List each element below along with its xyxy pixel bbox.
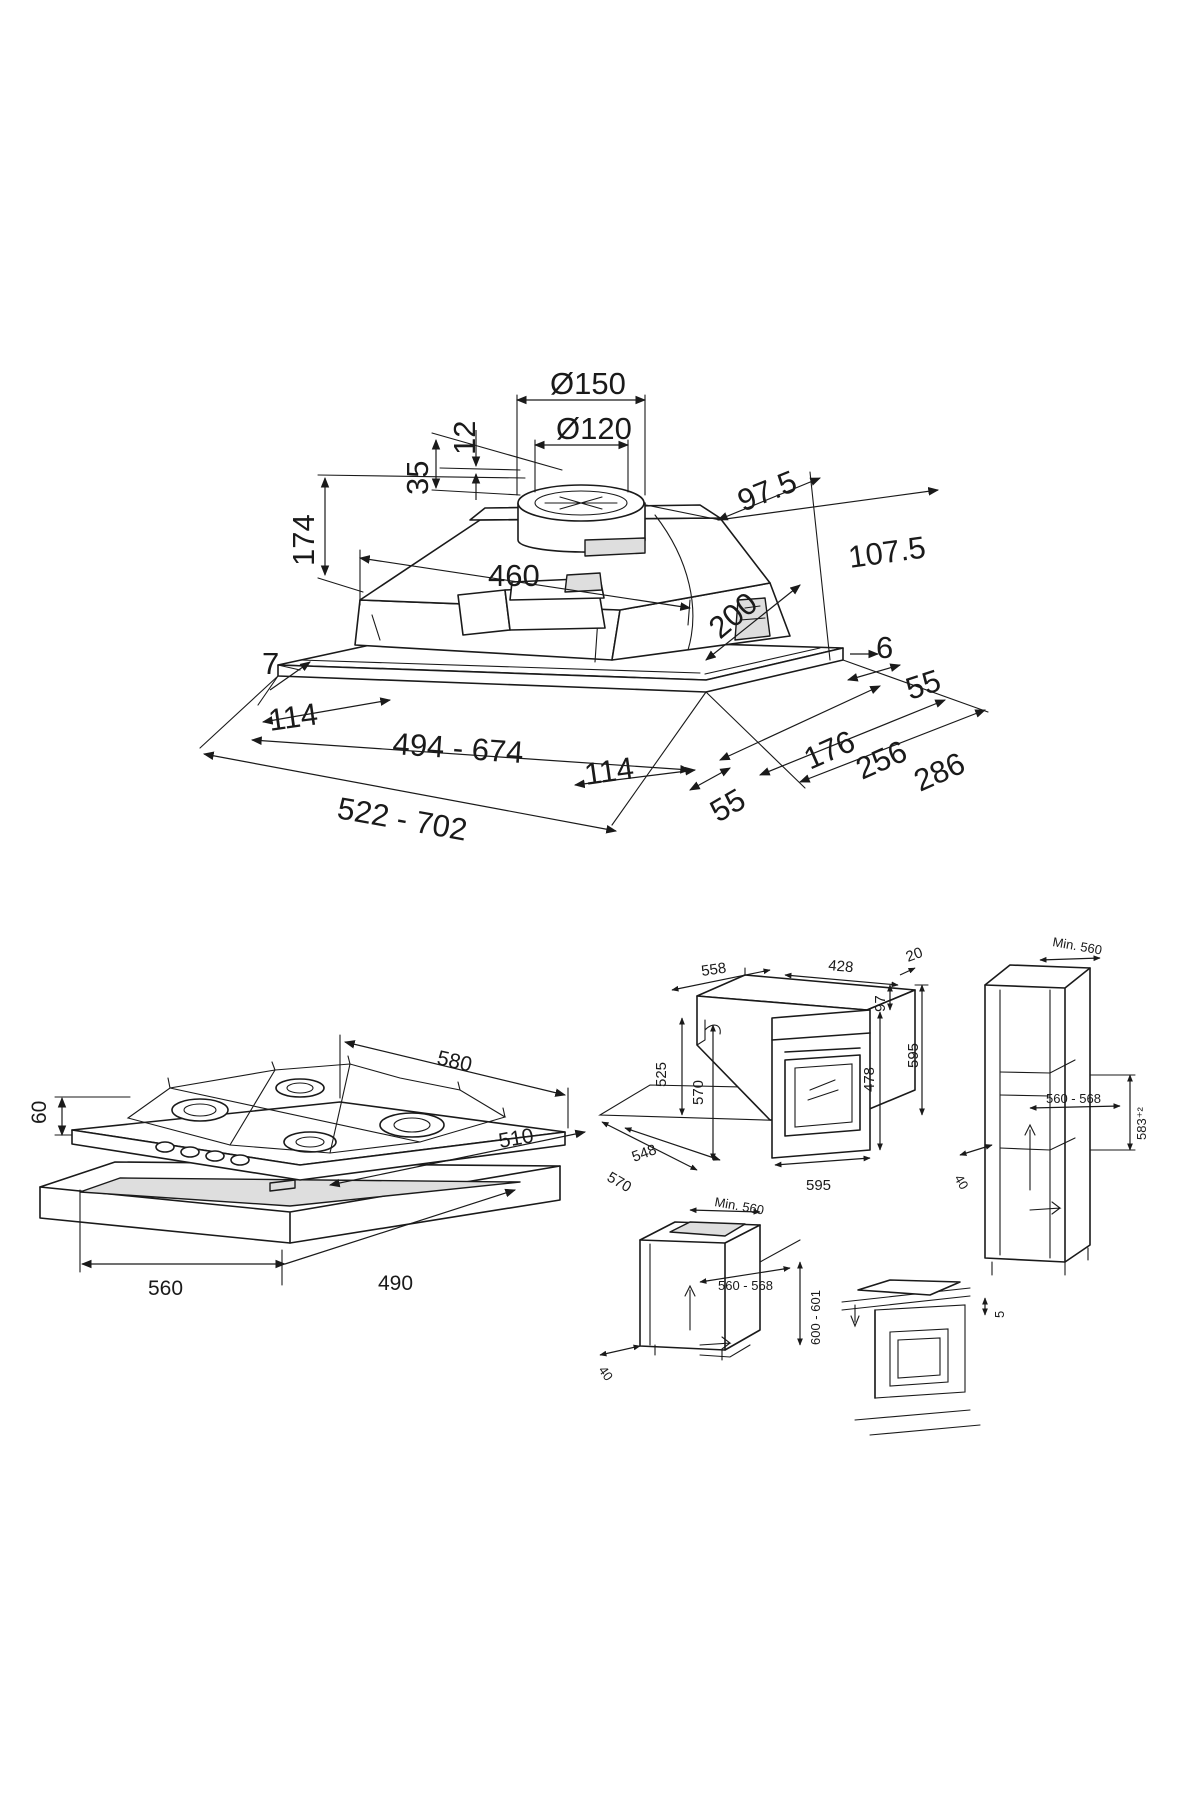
dim-97: 97 [872, 995, 889, 1012]
dim-6: 6 [876, 630, 893, 665]
dim-114-right: 114 [582, 750, 636, 792]
dim-min-560-base: Min. 560 [713, 1194, 765, 1217]
hob-labels: 60 580 510 560 490 [28, 1046, 535, 1300]
dim-12: 12 [447, 421, 482, 455]
dim-20: 20 [904, 944, 925, 966]
dim-580: 580 [435, 1046, 474, 1076]
dim-460: 460 [488, 558, 540, 593]
dim-5: 5 [992, 1311, 1007, 1318]
oven-labels: 558 428 20 97 595 525 570 478 548 570 59… [604, 944, 925, 1196]
dim-560-cutout: 560 [148, 1277, 183, 1300]
dim-570-height: 570 [690, 1080, 707, 1105]
dim-595-width: 595 [806, 1177, 831, 1194]
dim-560-568-tall: 560 - 568 [1046, 1091, 1101, 1106]
dim-548: 548 [630, 1141, 659, 1166]
dim-d150: Ø150 [550, 366, 626, 401]
dim-478: 478 [861, 1067, 878, 1092]
dim-176: 176 [799, 723, 860, 776]
dim-600-601-base: 600 - 601 [808, 1290, 823, 1345]
dim-558: 558 [700, 960, 727, 980]
dim-583-tall: 583⁺² [1134, 1106, 1149, 1140]
dim-7: 7 [262, 646, 279, 681]
tall-cabinet-dimension-lines [959, 955, 1136, 1156]
undercounter-labels: 5 [992, 1311, 1007, 1318]
dim-286: 286 [909, 745, 970, 798]
undercounter-drawing: 5 [841, 1279, 1007, 1436]
base-cabinet-drawing: Min. 560 560 - 568 600 - 601 40 [596, 1194, 823, 1383]
oven-drawing: 558 428 20 97 595 525 570 478 548 570 59… [598, 944, 929, 1196]
dim-174: 174 [286, 514, 321, 566]
dim-min-560-tall: Min. 560 [1051, 934, 1103, 957]
dim-494-674: 494 - 674 [392, 726, 525, 770]
dim-60: 60 [28, 1101, 51, 1124]
tall-cabinet-drawing: Min. 560 560 - 568 583⁺² 40 [951, 934, 1149, 1276]
tall-cabinet-labels: Min. 560 560 - 568 583⁺² 40 [951, 934, 1149, 1192]
dim-55-right: 55 [901, 663, 945, 707]
dim-595-vertical: 595 [905, 1043, 922, 1068]
dim-560-568-base: 560 - 568 [718, 1278, 773, 1293]
hood-dimension-lines [199, 394, 989, 834]
dim-428: 428 [828, 957, 854, 976]
base-cabinet-dimension-lines [599, 1207, 803, 1357]
dim-114-left: 114 [266, 696, 320, 738]
dim-490-cutout: 490 [378, 1272, 413, 1295]
dim-40-tall: 40 [951, 1172, 971, 1192]
dim-40-base: 40 [596, 1363, 617, 1383]
dim-35: 35 [400, 461, 435, 495]
oven-dimension-lines [601, 967, 929, 1171]
dim-55-bottom: 55 [704, 782, 751, 830]
dim-107-5: 107.5 [846, 529, 928, 574]
hob-drawing: 60 580 510 560 490 [28, 1034, 587, 1300]
dim-d120: Ø120 [556, 411, 632, 446]
hob-dimension-lines [54, 1034, 587, 1286]
hood-duct-collar [517, 484, 646, 557]
dim-522-702: 522 - 702 [335, 790, 470, 847]
dim-570-depth: 570 [604, 1169, 634, 1196]
dim-525: 525 [653, 1062, 670, 1087]
hood-drawing: Ø150 Ø120 12 35 174 460 97.5 107.5 200 6… [199, 366, 989, 848]
